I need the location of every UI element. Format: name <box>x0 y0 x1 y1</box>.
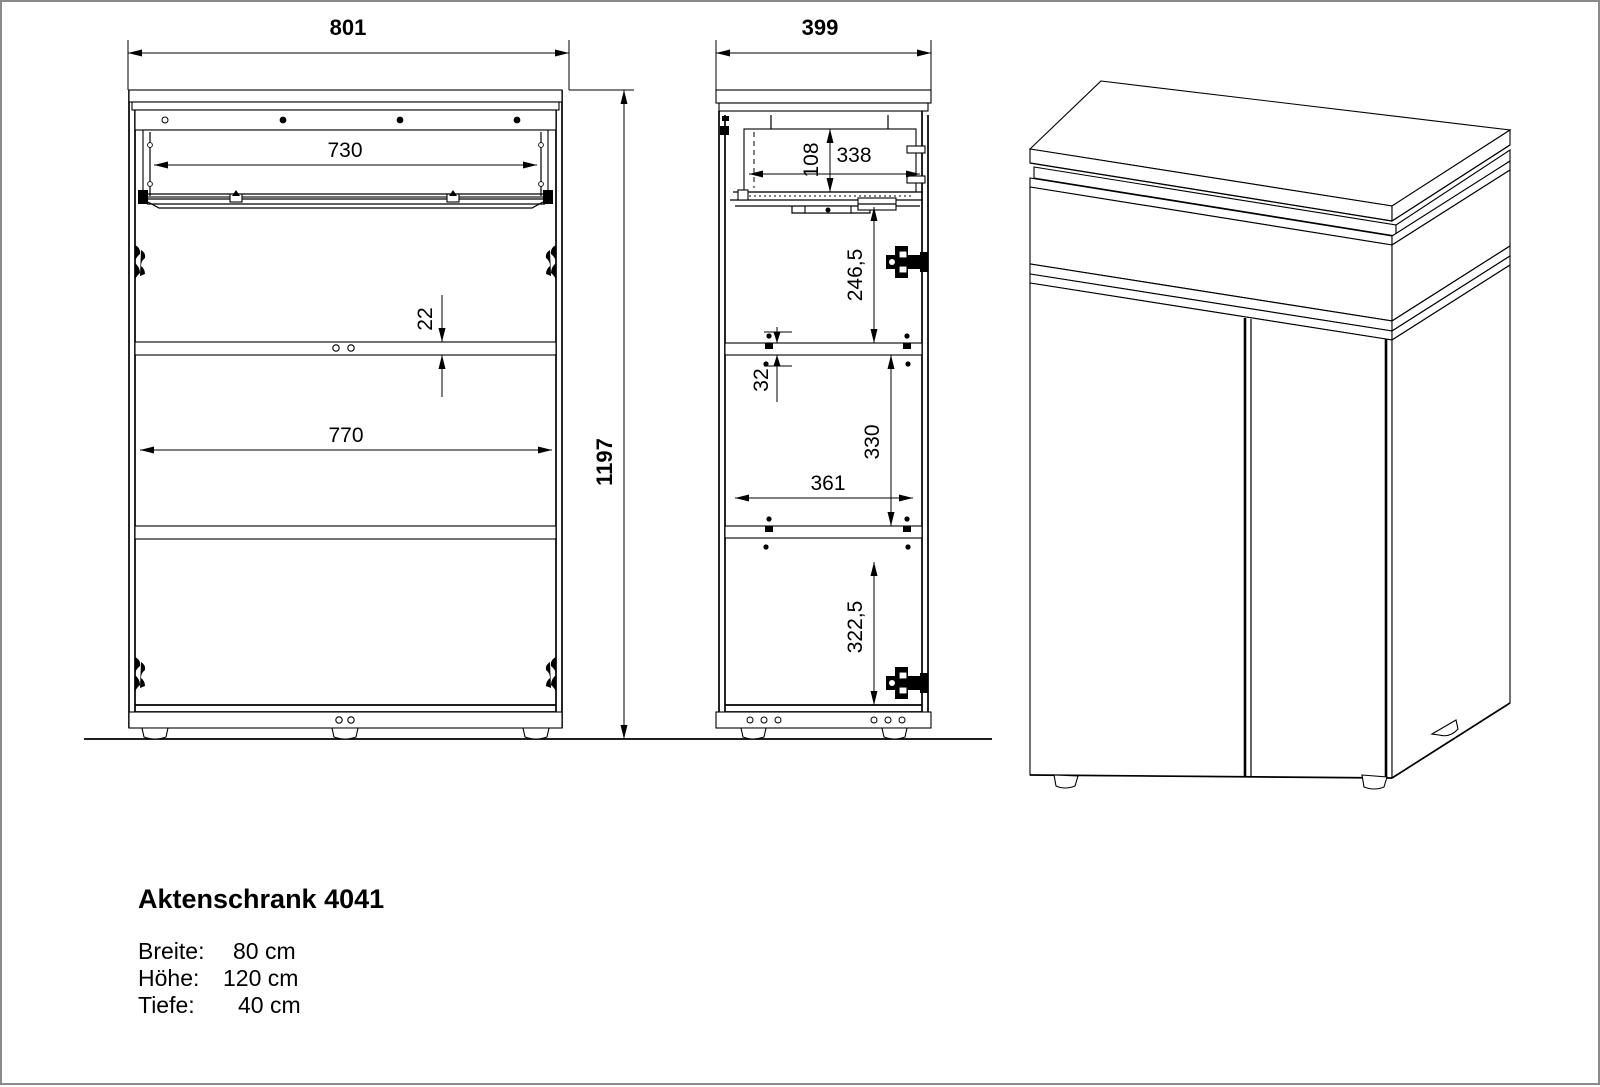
dim-label-overall-height: 1197 <box>592 438 617 486</box>
dim-label-upper-compartment: 246,5 <box>844 249 867 302</box>
spec-value-height: 120 cm <box>223 965 298 991</box>
spec-label-depth: Tiefe: <box>138 992 195 1018</box>
dim-label-lower-compartment: 322,5 <box>844 601 867 654</box>
dim-label-middle-compartment: 330 <box>861 424 884 459</box>
dim-label-drawer-inner-width: 730 <box>327 139 362 162</box>
side-drawer-box: 108 338 <box>720 126 926 214</box>
front-drawer-box: 730 <box>138 129 553 209</box>
isometric-view <box>1028 80 1512 790</box>
front-elevation-view: 801 <box>127 15 634 740</box>
dimension-shelf-thickness: 22 <box>414 295 446 397</box>
dimension-drawer-height: 108 <box>800 129 834 192</box>
dim-label-overall-depth: 399 <box>802 15 839 40</box>
dimension-overall-width: 801 <box>127 15 570 90</box>
dim-label-shelf-depth: 361 <box>810 472 845 495</box>
spec-value-width: 80 cm <box>233 938 296 964</box>
dim-label-drawer-depth: 338 <box>836 144 871 167</box>
dimension-shelf-offset: 32 <box>750 327 792 402</box>
dim-label-drawer-height: 108 <box>800 142 823 177</box>
side-hinge-lower <box>886 667 928 699</box>
side-section-view: 399 <box>715 15 932 740</box>
dimension-lower-compartment: 322,5 <box>844 562 878 705</box>
iso-feet <box>1053 719 1459 790</box>
iso-top-reveal <box>1029 148 1511 247</box>
dimension-drawer-depth: 338 <box>749 144 920 178</box>
spec-label-width: Breite: <box>138 938 204 964</box>
front-hinge-marks <box>135 245 556 694</box>
side-shelves <box>724 333 923 550</box>
dim-label-shelf-thickness: 22 <box>414 307 437 330</box>
front-carcass <box>128 89 563 729</box>
front-shelves <box>134 341 557 540</box>
side-carcass <box>715 89 932 729</box>
iso-doors <box>1029 263 1511 780</box>
dim-label-shelf-offset: 32 <box>750 368 773 391</box>
front-feet <box>141 727 550 740</box>
spec-label-height: Höhe: <box>138 965 199 991</box>
dim-label-overall-width: 801 <box>330 15 367 40</box>
dimension-shelf-depth: 361 <box>735 472 913 502</box>
title-block: Aktenschrank 4041 Breite: 80 cm Höhe: 12… <box>138 884 384 1018</box>
dimension-drawer-inner-width: 730 <box>154 139 537 169</box>
dimension-overall-height: 1197 <box>562 89 634 740</box>
side-hinge-upper <box>886 246 928 278</box>
dimension-shelf-inner-width: 770 <box>140 424 552 454</box>
iso-top-panel <box>1028 80 1512 223</box>
dimension-upper-compartment: 246,5 <box>844 207 878 343</box>
dimension-middle-compartment: 330 <box>861 355 895 526</box>
dim-label-shelf-inner-width: 770 <box>328 424 363 447</box>
dimension-overall-depth: 399 <box>715 15 932 90</box>
side-feet <box>740 727 908 740</box>
spec-value-depth: 40 cm <box>238 992 301 1018</box>
drawing-title: Aktenschrank 4041 <box>138 884 384 914</box>
